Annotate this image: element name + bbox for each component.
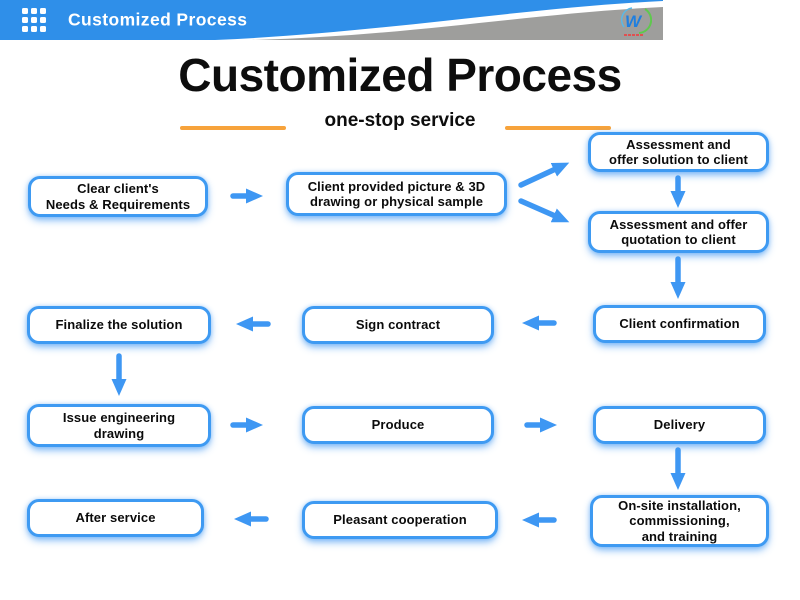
arrow-provided-to-solution-icon bbox=[518, 162, 570, 188]
step-issue-drawing: Issue engineering drawing bbox=[27, 404, 211, 447]
step-offer-solution: Assessment and offer solution to client bbox=[588, 132, 769, 172]
step-after-service: After service bbox=[27, 499, 204, 537]
step-pleasant-cooperation: Pleasant cooperation bbox=[302, 501, 498, 539]
page-title: Customized Process bbox=[178, 49, 622, 101]
step-finalize-solution: Finalize the solution bbox=[27, 306, 211, 344]
step-produce: Produce bbox=[302, 406, 494, 444]
arrow-provided-to-quotation-icon bbox=[518, 198, 570, 223]
step-offer-quotation: Assessment and offer quotation to client bbox=[588, 211, 769, 253]
subtitle-divider-left bbox=[180, 126, 286, 130]
svg-text:W: W bbox=[625, 12, 643, 31]
top-bar: Customized Process W bbox=[0, 0, 663, 40]
page-subtitle: one-stop service bbox=[324, 110, 476, 131]
company-logo-icon: W bbox=[620, 7, 652, 36]
step-delivery: Delivery bbox=[593, 406, 766, 444]
step-sign-contract: Sign contract bbox=[302, 306, 494, 344]
topbar-title: Customized Process bbox=[68, 9, 248, 30]
step-client-provided: Client provided picture & 3D drawing or … bbox=[286, 172, 507, 216]
topbar-swoosh bbox=[0, 0, 663, 40]
grid-icon bbox=[22, 8, 46, 32]
step-client-confirmation: Client confirmation bbox=[593, 305, 766, 343]
step-onsite-installation: On-site installation, commissioning, and… bbox=[590, 495, 769, 547]
step-clear-needs: Clear client's Needs & Requirements bbox=[28, 176, 208, 217]
subtitle-divider-right bbox=[505, 126, 611, 130]
